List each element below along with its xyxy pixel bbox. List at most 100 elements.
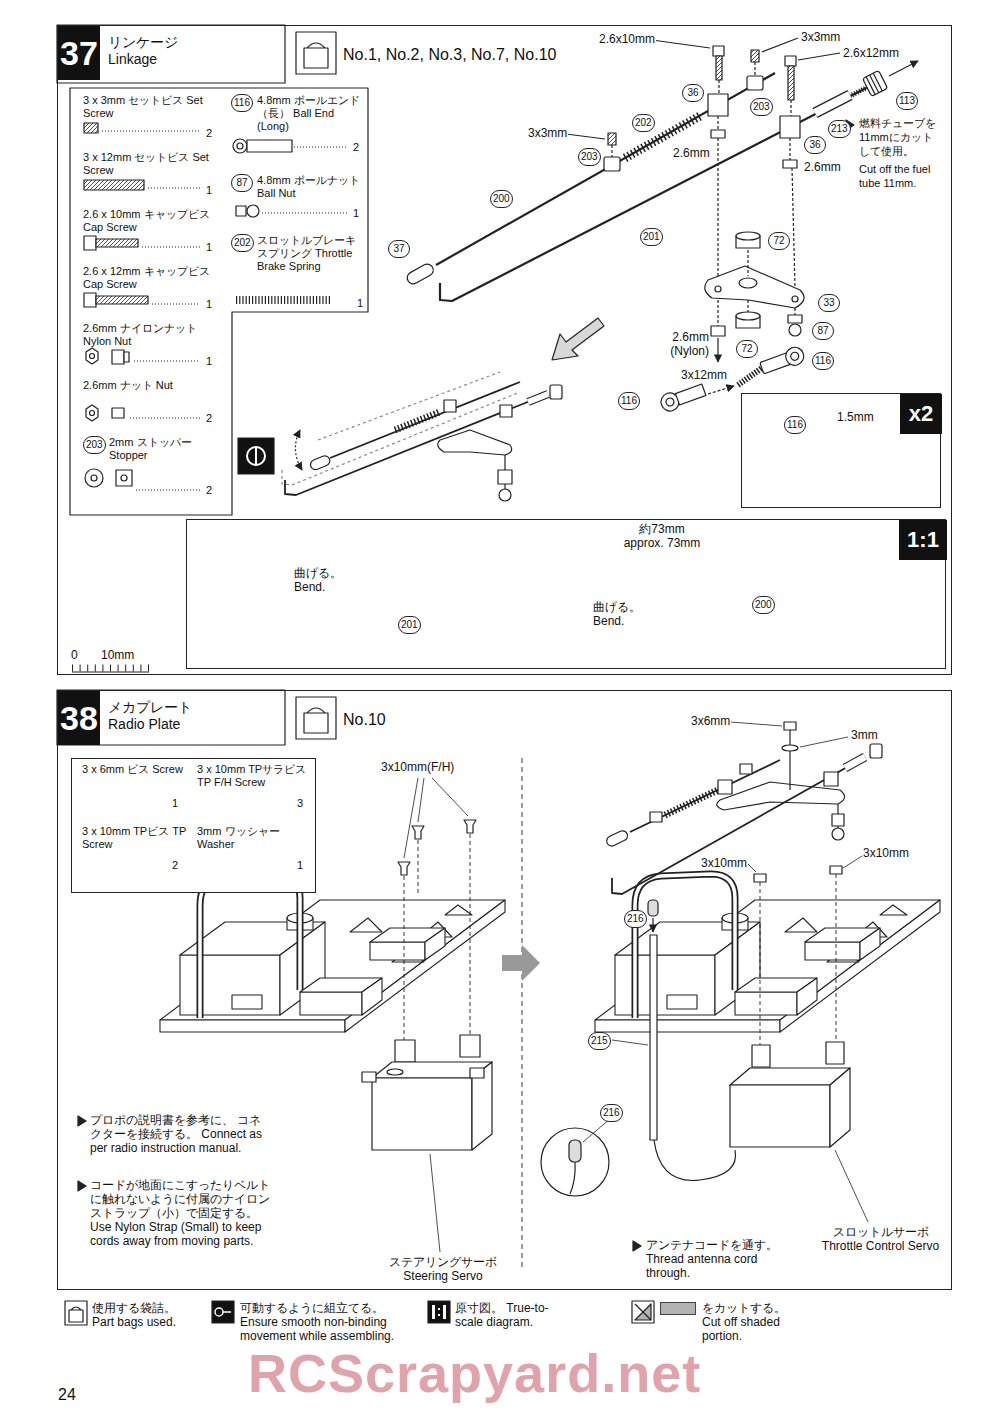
callout-number: 203 <box>578 148 601 166</box>
annotation: 2.6mm <box>672 146 711 160</box>
callout-number: 203 <box>750 98 773 116</box>
annotation: 0 <box>70 648 79 662</box>
part-quantity: 1 <box>206 355 212 368</box>
annotation: 2.6mm <box>803 160 842 174</box>
part-quantity: 1 <box>172 797 178 810</box>
part-quantity: 1 <box>206 241 212 254</box>
part-name: 2.6 x 10mm キャップビス Cap Screw <box>83 208 218 234</box>
part-name: スロットルブレーキスプリング Throttle Brake Spring <box>257 234 365 273</box>
part-name: 2mm ストッパー Stopper <box>109 436 214 462</box>
step-number: 38 <box>58 691 100 745</box>
annotation: 約73mm approx. 73mm <box>621 522 703 550</box>
annotation: Cut off the fuel tube 11mm. <box>858 162 944 190</box>
part-name: 2.6mm ナイロンナット Nylon Nut <box>83 322 218 348</box>
part-quantity: 2 <box>206 484 212 497</box>
part-name: 3 x 12mm セットビス Set Screw <box>83 151 218 177</box>
part-quantity: 2 <box>206 127 212 140</box>
instruction-note: コードが地面にこすったりベルト に触れないように付属のナイロン ストラップ（小）… <box>90 1178 280 1248</box>
step-number: 37 <box>58 26 100 80</box>
part-quantity: 1 <box>206 184 212 197</box>
part-quantity: 2 <box>172 859 178 872</box>
callout-number: 201 <box>640 228 663 246</box>
legend-text: をカットする。 Cut off shaded portion. <box>702 1301 802 1343</box>
parts-list-box: 3 x 3mm セットビス Set Screw 2 3 x 12mm セットビス S… <box>71 89 371 519</box>
part-bag-box: No.1, No.2, No.3, No.7, No.10 <box>291 33 611 78</box>
callout-number: 87 <box>812 322 834 340</box>
annotation: 10mm <box>100 648 135 662</box>
annotation: ステアリングサーボ Steering Servo <box>382 1255 504 1283</box>
step-title: メカプレート Radio Plate <box>108 699 208 733</box>
annotation: 3x12mm <box>680 368 728 382</box>
callout-number: 72 <box>736 340 758 358</box>
inset-badge: 1:1 <box>899 520 947 560</box>
callout-number: 36 <box>804 136 826 154</box>
scale-inset: 1:1 <box>186 519 946 669</box>
part-name: 3 x 10mm TPビス TP Screw <box>82 825 192 851</box>
annotation: 3x3mm <box>527 126 568 140</box>
part-name: 4.8mm ボールエンド（長） Ball End (Long) <box>257 94 365 133</box>
part-name: 3 x 10mm TPサラビス TP F/H Screw <box>197 763 312 789</box>
inset-badge: x2 <box>900 394 942 434</box>
step-panel: 37リンケージ LinkageNo.1, No.2, No.3, No.7, N… <box>57 25 952 675</box>
annotation: 3x3mm <box>800 30 841 44</box>
callout-number: 116 <box>812 352 834 370</box>
annotation: 燃料チューブを 11mmにカット して使用。 <box>858 116 944 158</box>
callout-number: 33 <box>818 294 840 312</box>
part-name: 3 x 3mm セットビス Set Screw <box>83 94 218 120</box>
annotation: 曲げる。 Bend. <box>293 566 357 594</box>
annotation: アンテナコードを通す。 Thread antenna cord through. <box>645 1238 797 1280</box>
callout-number: 116 <box>784 416 806 434</box>
callout-number: 202 <box>231 234 254 252</box>
annotation: 2.6mm (Nylon) <box>652 330 710 358</box>
part-name: 4.8mm ボールナット Ball Nut <box>257 174 365 200</box>
part-quantity: 1 <box>353 207 359 220</box>
part-quantity: 1 <box>206 298 212 311</box>
callout-number: 87 <box>231 174 253 192</box>
part-bag-box: No.10 <box>291 698 491 743</box>
part-quantity: 3 <box>297 797 303 810</box>
callout-number: 37 <box>388 240 410 258</box>
annotation: 3mm <box>850 728 879 742</box>
part-quantity: 1 <box>297 859 303 872</box>
callout-number: 72 <box>768 232 790 250</box>
parts-list-box: 3 x 6mm ビス Screw 1 3 x 10mm TPサラビス TP F/H … <box>71 758 316 893</box>
callout-number: 113 <box>896 92 918 110</box>
annotation: スロットルサーボ Throttle Control Servo <box>812 1225 949 1253</box>
annotation: 3x10mm <box>700 856 748 870</box>
legend-swatch <box>660 1302 696 1315</box>
callout-number: 216 <box>600 1104 623 1122</box>
part-bag-list: No.1, No.2, No.3, No.7, No.10 <box>343 45 556 65</box>
callout-number: 116 <box>231 94 253 112</box>
callout-number: 201 <box>398 616 421 634</box>
callout-number: 215 <box>588 1032 611 1050</box>
page-number: 24 <box>58 1386 76 1404</box>
annotation: 3x6mm <box>690 714 731 728</box>
part-name: 3 x 6mm ビス Screw <box>82 763 192 776</box>
part-quantity: 1 <box>357 297 363 310</box>
part-name: 3mm ワッシャー Washer <box>197 825 312 851</box>
callout-number: 116 <box>618 392 640 410</box>
callout-number: 216 <box>624 910 647 928</box>
callout-number: 213 <box>828 120 851 138</box>
legend-text: 使用する袋詰。 Part bags used. <box>92 1301 192 1329</box>
legend-text: 可動するように組立てる。 Ensure smooth non-binding m… <box>240 1301 410 1343</box>
step-title: リンケージ Linkage <box>108 34 208 68</box>
annotation: 3x10mm <box>862 846 910 860</box>
watermark: RCScrapyard.net <box>248 1345 701 1401</box>
callout-number: 36 <box>682 84 704 102</box>
part-name: 2.6 x 12mm キャップビス Cap Screw <box>83 265 218 291</box>
legend-text: 原寸図。 True-to-scale diagram. <box>455 1301 570 1329</box>
part-quantity: 2 <box>353 141 359 154</box>
callout-number: 200 <box>490 190 513 208</box>
callout-number: 203 <box>83 436 106 454</box>
annotation: 3x10mm(F/H) <box>380 760 455 774</box>
part-bag-list: No.10 <box>343 710 386 730</box>
part-name: 2.6mm ナット Nut <box>83 379 218 392</box>
instruction-note: プロポの説明書を参考に、 コネクターを接続する。 Connect as per … <box>90 1113 265 1155</box>
callout-number: 200 <box>752 596 775 614</box>
annotation: 曲げる。 Bend. <box>592 600 656 628</box>
part-quantity: 2 <box>206 412 212 425</box>
annotation: 1.5mm <box>836 410 875 424</box>
callout-number: 202 <box>632 114 655 132</box>
annotation: 2.6x10mm <box>598 32 656 46</box>
